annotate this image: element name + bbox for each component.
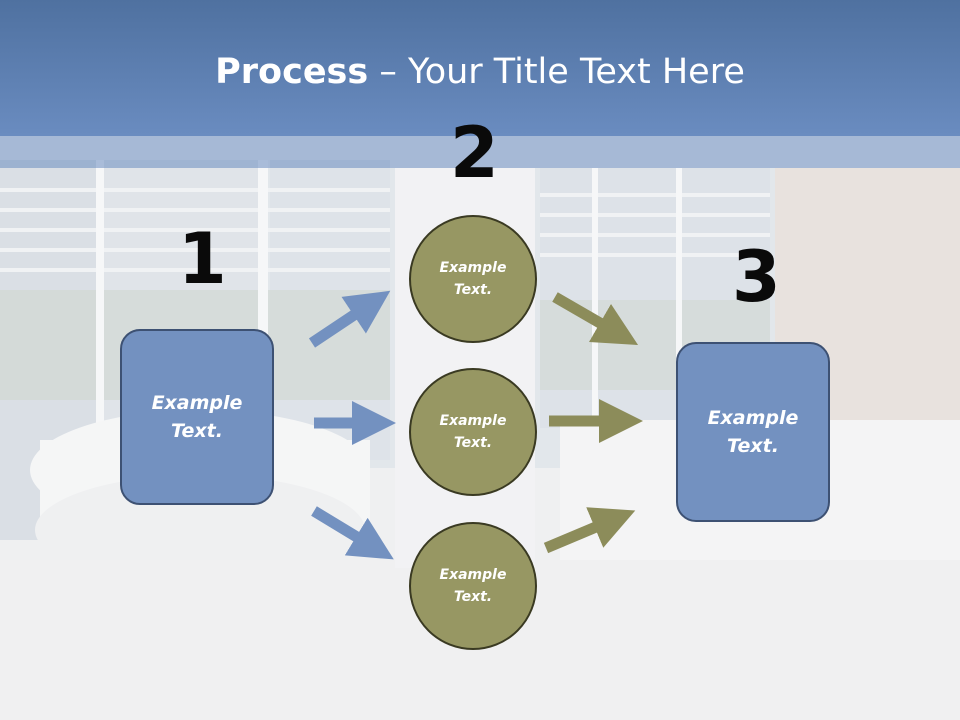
circle-middle-line1: Example bbox=[439, 412, 507, 429]
step-number-3: 3 bbox=[732, 236, 781, 318]
arrow-bottom-to-right bbox=[543, 507, 636, 554]
arrow-top-to-right bbox=[552, 292, 639, 346]
circle-bottom-line2: Text. bbox=[453, 589, 493, 605]
circle-top-line1: Example bbox=[439, 259, 507, 276]
arrow-left-to-top bbox=[308, 290, 391, 348]
title-bold: Process bbox=[215, 52, 369, 92]
left-box-line1: Example bbox=[151, 391, 243, 414]
title-bar-band bbox=[0, 136, 960, 168]
circle-middle-line2: Text. bbox=[453, 435, 493, 451]
slide-title: Process – Your Title Text Here bbox=[0, 52, 960, 92]
arrow-left-to-bottom bbox=[311, 506, 394, 560]
step-number-1: 1 bbox=[178, 218, 227, 300]
left-box-line2: Text. bbox=[171, 420, 223, 442]
title-rest: – Your Title Text Here bbox=[368, 52, 745, 92]
right-box-line1: Example bbox=[707, 406, 799, 429]
circle-top-line2: Text. bbox=[453, 282, 493, 298]
right-box-line2: Text. bbox=[727, 435, 779, 457]
step-number-2: 2 bbox=[450, 112, 499, 194]
circle-bottom-line1: Example bbox=[439, 566, 507, 583]
title-bar bbox=[0, 0, 960, 136]
